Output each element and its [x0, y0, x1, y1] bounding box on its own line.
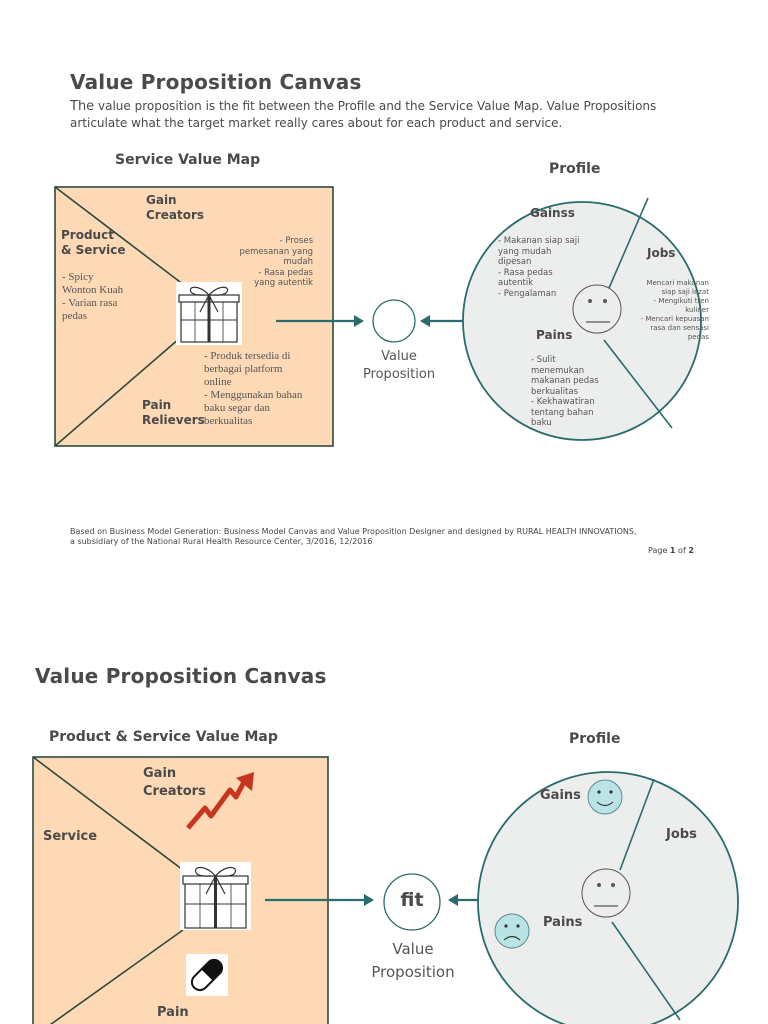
arrow-left-icon [420, 315, 430, 327]
gains-label-2: Gains [540, 788, 581, 803]
fit-circle [383, 873, 441, 931]
neutral-face-icon [581, 868, 631, 918]
fit-label: fit [400, 889, 424, 911]
value-map-heading-2: Product & Service Value Map [49, 729, 278, 745]
arrow-right-icon [354, 315, 364, 327]
page-title: Value Proposition Canvas [70, 70, 362, 94]
profile-heading: Profile [549, 161, 601, 177]
pill-icon [186, 954, 228, 996]
value-map-divider-top [54, 186, 189, 289]
sad-face-icon [494, 913, 530, 949]
value-map-divider-bottom [54, 337, 181, 447]
pains-label: Pains [536, 328, 573, 342]
pain-reliever-items: - Produk tersedia di berbagai platform o… [204, 350, 303, 427]
jobs-label-2: Jobs [666, 827, 697, 842]
page-title-2: Value Proposition Canvas [35, 664, 327, 688]
page-number: Page 1 of 2 [648, 546, 694, 555]
service-label: Service [43, 829, 98, 844]
jobs-label: Jobs [647, 246, 676, 260]
value-proposition-circle [372, 299, 416, 343]
gift-icon [180, 862, 251, 930]
pain-label: Pain [157, 1005, 189, 1020]
gains-label: Gainss [530, 206, 575, 220]
product-items: - Spicy Wonton Kuah - Varian rasa pedas [62, 271, 124, 322]
arrow-right-icon [364, 894, 374, 906]
arrow-up-icon [186, 772, 254, 830]
arrow-left-icon [448, 894, 458, 906]
footer-credit: Based on Business Model Generation: Busi… [70, 527, 637, 546]
pains-label-2: Pains [543, 915, 583, 930]
gain-creator-items: - Proses pemesanan yang mudah - Rasa ped… [239, 236, 313, 288]
smile-face-icon [587, 779, 623, 815]
gains-items: - Makanan siap saji yang mudah dipesan -… [498, 236, 580, 299]
profile-heading-2: Profile [569, 731, 621, 747]
jobs-items: Mencari makanan siap saji lezat - Mengik… [640, 279, 709, 341]
value-map-heading: Service Value Map [115, 152, 261, 168]
pains-items: - Sulit menemukan makanan pedas berkuali… [531, 355, 599, 428]
intro-text: The value proposition is the fit between… [70, 99, 657, 130]
product-service-label: Product& Service [61, 228, 126, 257]
gift-icon [176, 282, 242, 345]
neutral-face-icon [572, 284, 622, 334]
